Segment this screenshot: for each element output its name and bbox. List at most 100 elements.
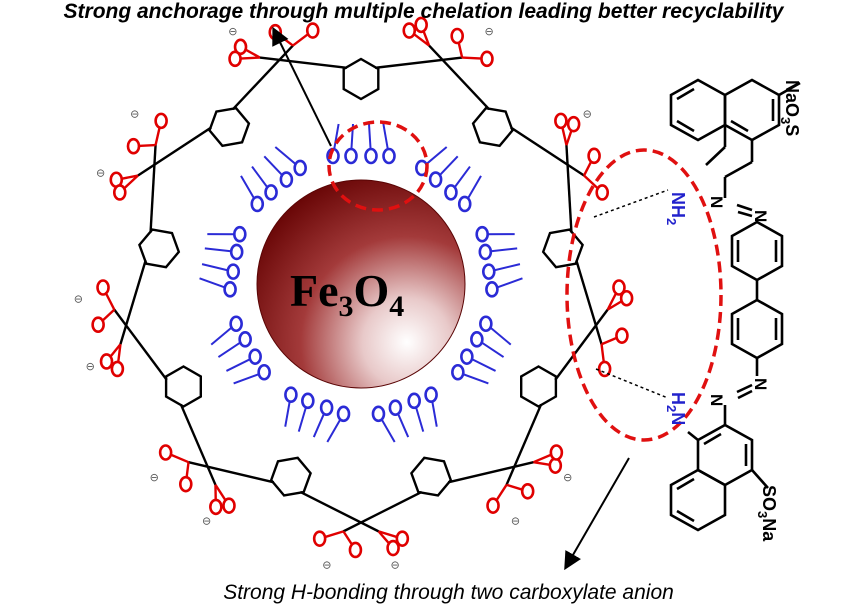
carboxyl-oxygen2-8 — [112, 184, 127, 201]
carboxyl-oxygen2-0 — [228, 50, 242, 68]
carboxylate-charge-5--1: ⊖ — [391, 558, 400, 571]
carboxyl-oxygen2-5 — [395, 530, 410, 547]
carboxylate-charge-4-1: ⊖ — [322, 558, 331, 571]
carboxyl-bond-5 — [188, 461, 275, 484]
ligand-shell: ⊖⊖⊖⊖⊖⊖⊖⊖⊖⊖⊖⊖⊖ — [74, 16, 634, 571]
carboxylate-charge-0--1: ⊖ — [228, 25, 237, 38]
carboxyl-oxygen2-6 — [222, 497, 236, 514]
ligand-oxygen-0 — [364, 147, 378, 165]
chelation-highlight — [327, 120, 429, 212]
benzene-ring-8 — [208, 106, 251, 148]
ligand-oxygen-3 — [460, 348, 474, 365]
carboxyl-oxygen-5 — [178, 475, 193, 493]
carboxyl-bond-4 — [447, 461, 534, 484]
carboxyl-bond-5 — [299, 490, 380, 533]
ligand-oxygen-2 — [475, 225, 489, 243]
carboxyl-bond-8 — [231, 44, 294, 111]
ligand-oxygen-6 — [229, 315, 243, 333]
carboxyl-bond-2 — [565, 145, 573, 233]
hbond-top — [593, 189, 669, 218]
hbond-bottom — [595, 368, 669, 399]
carboxyl-bond-3 — [505, 403, 543, 486]
naphthalene-top-right-ring — [723, 78, 781, 142]
azo-n3: N — [751, 378, 770, 390]
carboxyl-oxygen-1 — [414, 16, 428, 34]
bottom-sulfonate-label: SO3Na — [755, 485, 779, 542]
benzene-ring-4 — [410, 456, 453, 497]
carboxyl-bond-1 — [428, 44, 491, 111]
ligand-oxygen-8 — [293, 159, 307, 177]
carboxylate-charge-8--1: ⊖ — [96, 167, 105, 180]
carboxyl-bond-8 — [137, 126, 212, 177]
ligand-oxygen-6 — [238, 331, 252, 348]
ligand-oxygen-6 — [248, 348, 262, 365]
ligand-oxygen-5 — [319, 399, 334, 417]
carboxyl-oxygen2-2 — [554, 112, 568, 130]
ligand-oxygen-8 — [250, 195, 265, 213]
carboxylate-charge-6-1: ⊖ — [74, 293, 83, 306]
azo-n1: N — [707, 196, 726, 208]
carboxyl-oxygen2-2 — [597, 360, 612, 378]
ligand-oxygen-7 — [223, 281, 237, 298]
carboxyl-oxygen-2 — [566, 115, 581, 133]
biphenyl-top-ring — [730, 220, 784, 282]
carboxyl-oxygen-6 — [91, 316, 105, 333]
carboxyl-oxygen-3 — [520, 483, 535, 500]
benzene-ring-3 — [520, 365, 558, 408]
carboxylate-charge-0-1: ⊖ — [485, 25, 494, 38]
carboxyl-oxygen-7 — [99, 353, 114, 370]
carboxyl-oxygen-2 — [615, 327, 629, 344]
carboxyl-oxygen2-1 — [402, 22, 417, 39]
ligand-oxygen-1 — [444, 184, 458, 201]
benzene-ring-7 — [138, 228, 181, 269]
carboxyl-oxygen2-8 — [305, 22, 320, 39]
ligand-oxygen-0 — [382, 147, 396, 165]
ligand-oxygen-8 — [264, 184, 278, 201]
carboxyl-oxygen2-7 — [154, 112, 168, 130]
ligand-oxygen-3 — [451, 363, 465, 381]
carboxyl-bond-7 — [119, 259, 147, 345]
carboxylate-charge-5-1: ⊖ — [150, 471, 159, 484]
benzene-ring-1 — [471, 106, 514, 148]
ligand-oxygen-5 — [301, 392, 315, 410]
carboxyl-oxygen-0 — [450, 27, 464, 45]
bottom-amine-label: H2N — [664, 392, 688, 425]
bottom-caption: Strong H-bonding through two carboxylate… — [223, 581, 674, 604]
ligand-oxygen-4 — [388, 399, 403, 417]
carboxyl-oxygen2-3 — [486, 497, 500, 514]
ligand-oxygen-4 — [371, 405, 386, 423]
carboxylate-charge-2--1: ⊖ — [583, 107, 592, 120]
core-fe: Fe — [290, 265, 339, 316]
dye-labels: NaO3S SO3Na NH2 H2N N N N N — [664, 80, 802, 542]
naphthalene-bottom-upper-ring — [696, 423, 754, 487]
ligand-oxygen-3 — [470, 331, 484, 348]
core-sub4: 4 — [389, 290, 404, 323]
carboxylate-charge-3-1: ⊖ — [511, 515, 520, 528]
ligand-oxygen-5 — [336, 405, 351, 423]
carboxyl-oxygen2-4 — [549, 444, 564, 461]
ligand-oxygen-4 — [407, 392, 421, 410]
carboxyl-bond-0 — [374, 56, 463, 70]
carboxyl-oxygen2-7 — [110, 360, 125, 378]
carboxyl-bond-6 — [113, 308, 168, 381]
carboxyl-bond-1 — [510, 126, 585, 177]
azo-n4: N — [707, 394, 726, 406]
naphthalene-bottom-lower-ring — [669, 468, 727, 532]
naphthalene-top-left-ring — [669, 78, 727, 142]
core-label: Fe3O4 — [290, 265, 404, 323]
carboxyl-oxygen-0 — [233, 38, 248, 56]
azo-n2: N — [751, 210, 770, 222]
ligand-oxygen-6 — [257, 363, 271, 381]
biphenyl-bottom-ring — [730, 298, 784, 360]
carboxyl-oxygen-4 — [548, 457, 563, 474]
carboxyl-oxygen-7 — [126, 137, 141, 155]
carboxyl-oxygen-1 — [587, 147, 601, 165]
ligand-oxygen-3 — [479, 315, 493, 333]
carboxylate-charge-7-1: ⊖ — [130, 107, 139, 120]
top-sulfonate-label: NaO3S — [778, 80, 802, 136]
carboxyl-bond-2 — [575, 259, 603, 345]
carboxyl-bond-3 — [554, 308, 609, 381]
carboxyl-oxygen-3 — [619, 289, 634, 307]
ligand-oxygen-7 — [226, 263, 241, 280]
